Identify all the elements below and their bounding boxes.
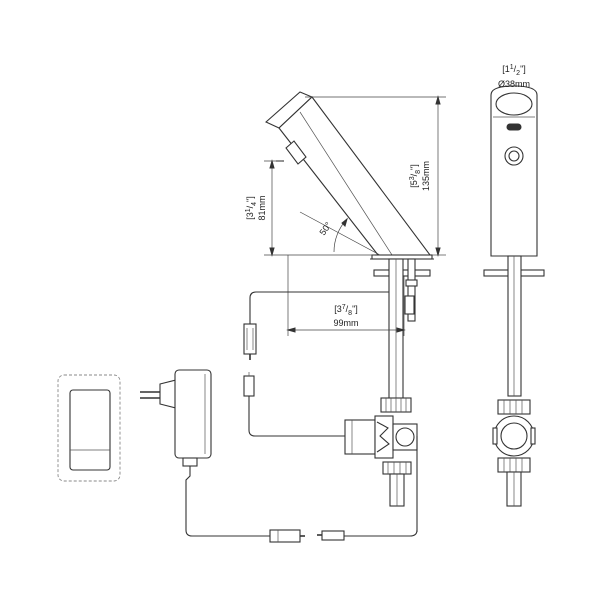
total-inch-whole: 5 [409, 180, 419, 185]
diameter-inch-whole: 1 [505, 64, 510, 74]
faucet-front-view [483, 85, 545, 507]
height-inch-den: 4 [251, 202, 258, 206]
optional-battery-box [57, 374, 121, 482]
height-inch-num: 1 [245, 208, 252, 212]
total-inch-num: 3 [409, 176, 416, 180]
reach-inch-num: 7 [342, 304, 346, 311]
dimension-total-135mm: [53/8"] 135mm [305, 95, 446, 257]
svg-text:[31/4"]: [31/4"] [245, 196, 258, 220]
faucet-side-view [265, 91, 434, 400]
total-inch-unit: " [409, 167, 419, 170]
svg-text:[53/8"]: [53/8"] [409, 164, 422, 188]
diameter-mm-label: Ø38mm [498, 79, 530, 89]
reach-inch-den: 8 [348, 310, 352, 317]
reach-inch-unit: " [352, 304, 355, 314]
dimension-reach-99mm: [37/8"] 99mm [286, 255, 406, 336]
height-mm-label: 81mm [257, 195, 267, 220]
reach-mm-label: 99mm [333, 318, 358, 328]
solenoid-valve [344, 397, 418, 532]
diameter-inch-den: 2 [516, 70, 520, 77]
total-mm-label: 135mm [421, 161, 431, 191]
sensor-cable [243, 291, 389, 360]
total-inch-den: 8 [415, 170, 422, 174]
svg-text:[37/8"]: [37/8"] [334, 304, 358, 317]
power-adapter [140, 369, 418, 543]
dimension-height-81mm: [31/4"] 81mm [245, 159, 375, 257]
lower-cable [243, 372, 345, 437]
dimension-diameter: [11/2"] Ø38mm [498, 64, 530, 89]
diameter-inch-unit: " [520, 64, 523, 74]
height-inch-whole: 3 [245, 212, 255, 217]
diameter-inch-num: 1 [510, 64, 514, 71]
reach-inch-whole: 3 [337, 304, 342, 314]
svg-text:[11/2"]: [11/2"] [502, 64, 526, 77]
height-inch-unit: " [245, 199, 255, 202]
